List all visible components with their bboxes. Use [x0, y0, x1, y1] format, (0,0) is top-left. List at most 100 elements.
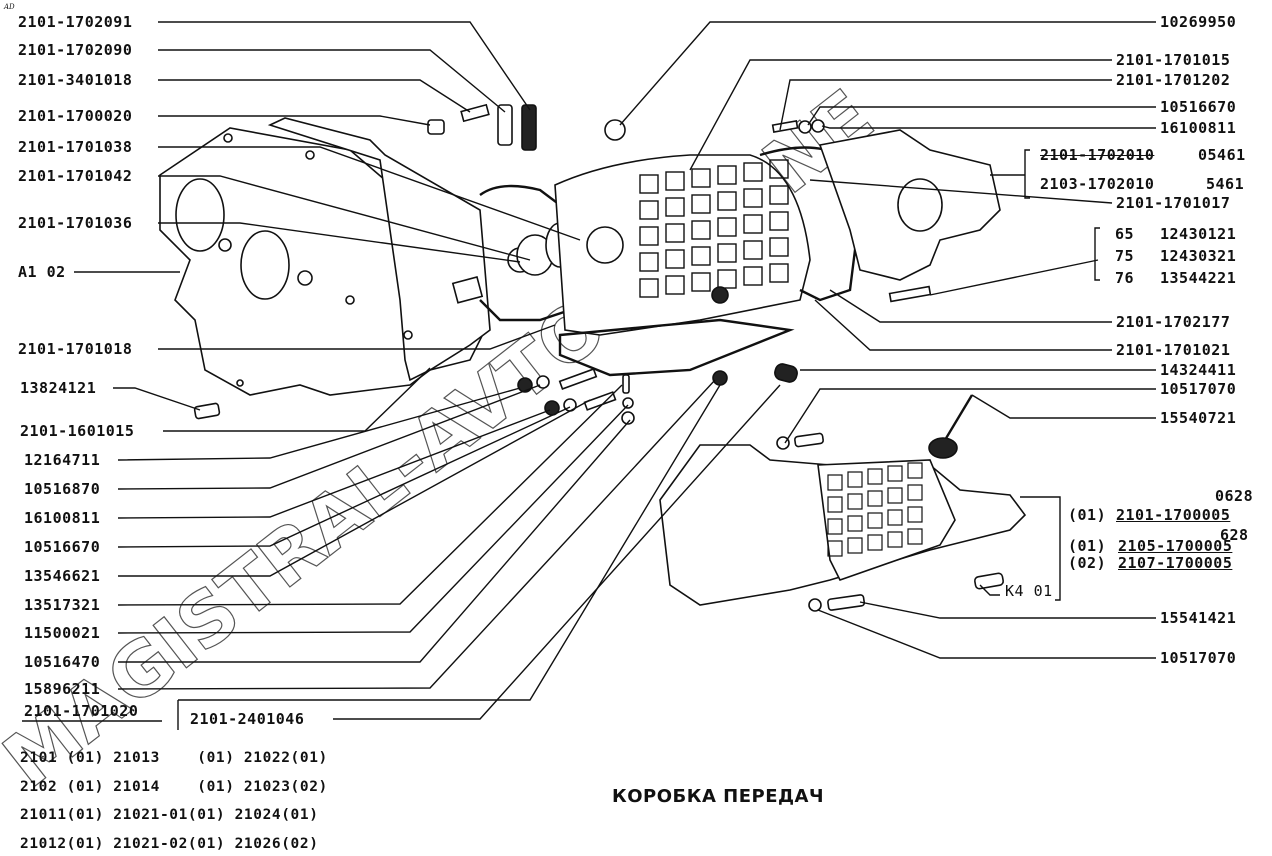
part-suffix: 05461: [1198, 146, 1246, 164]
case-rib-cell: [769, 211, 789, 231]
case-rib-cell: [769, 237, 789, 257]
assembly-rib-cell: [867, 468, 883, 485]
assembly-rib-cell: [907, 506, 923, 523]
assembled-gearbox: [659, 394, 1027, 612]
case-rib-cell: [743, 240, 763, 260]
part-label: 2101-1701202: [1116, 71, 1231, 89]
case-rib-cell: [639, 252, 659, 272]
part-label: 2101-1700020: [18, 107, 133, 125]
part-label: 2101-1702091: [18, 13, 133, 31]
assembly-rib-cell: [827, 540, 843, 557]
part-label: 2101-1702177: [1116, 313, 1231, 331]
assembly-rib-cell: [827, 518, 843, 535]
case-rib-cell: [665, 171, 685, 191]
part-label: 13517321: [24, 596, 101, 614]
assembly-code: (01): [1068, 537, 1107, 555]
assembly-rib-cell: [907, 462, 923, 479]
part-label: 10517070: [1160, 380, 1237, 398]
part-label: 2101-1701021: [1116, 341, 1231, 359]
case-rib-cell: [639, 174, 659, 194]
part-label: 13824121: [20, 379, 97, 397]
part-label: 10517070: [1160, 649, 1237, 667]
part-label: 10269950: [1160, 13, 1237, 31]
part-label: 2101-1701038: [18, 138, 133, 156]
part-label: A1 02: [18, 263, 66, 281]
leader-lines: [22, 21, 781, 730]
assembly-rib-cell: [847, 537, 863, 554]
case-rib-cell: [691, 194, 711, 214]
applicability-row: 2102 (01) 21014 (01) 21023(02): [20, 779, 328, 795]
case-rib-cell: [691, 272, 711, 292]
part-label: 14324411: [1160, 361, 1237, 379]
part-label: 13546621: [24, 567, 101, 585]
part-label: 12164711: [24, 451, 101, 469]
small-parts-bottom: [193, 363, 798, 425]
part-label: 10516670: [24, 538, 101, 556]
case-rib-cell: [691, 168, 711, 188]
bottom-cover: [558, 318, 795, 377]
bellhousing: [267, 117, 491, 382]
case-rib-cell: [769, 263, 789, 283]
assembly-part: 2105-1700005: [1118, 537, 1233, 555]
assembly-rib-cell: [907, 484, 923, 501]
part-label: 16100811: [24, 509, 101, 527]
assembly-rib-cell: [867, 490, 883, 507]
part-label: 2101-1601015: [20, 422, 135, 440]
applicability-row: 21012(01) 21021-02(01) 21026(02): [20, 836, 319, 852]
part-label: 15540721: [1160, 409, 1237, 427]
rear-extension: [759, 129, 1001, 303]
variant-code: 75: [1115, 247, 1135, 265]
part-label: 2101-1701042: [18, 167, 133, 185]
part-label: 10516470: [24, 653, 101, 671]
part-label: 15541421: [1160, 609, 1237, 627]
part-label: 2101-3401018: [18, 71, 133, 89]
corner-mark: AD: [4, 3, 15, 11]
assembly-code: (01): [1068, 506, 1107, 524]
sensor-label: K4 01: [1005, 582, 1053, 600]
part-label: 2101-1701020: [24, 702, 139, 720]
assembly-rib-cell: [827, 474, 843, 491]
applicability-row: 2101 (01) 21013 (01) 21022(01): [20, 750, 328, 766]
assembly-part: 2101-1700005: [1116, 506, 1231, 524]
part-label: 2101-1702010: [1040, 146, 1155, 164]
case-rib-cell: [717, 165, 737, 185]
assembly-rib-cell: [847, 493, 863, 510]
case-rib-cell: [743, 214, 763, 234]
case-rib-cell: [665, 223, 685, 243]
assembly-rib-cell: [867, 534, 883, 551]
case-rib-cell: [691, 220, 711, 240]
case-rib-cell: [743, 188, 763, 208]
assembly-rib-cell: [887, 531, 903, 548]
case-rib-cell: [665, 197, 685, 217]
part-label: 2101-1701015: [1116, 51, 1231, 69]
part-label: 2101-1702090: [18, 41, 133, 59]
part-suffix: 5461: [1206, 175, 1245, 193]
gasket: [479, 184, 572, 322]
case-rib-cell: [743, 162, 763, 182]
case-rib-cell: [639, 226, 659, 246]
leader-lines-right: [619, 21, 1156, 659]
assembly-rib-cell: [847, 471, 863, 488]
gearbox-case: [554, 119, 811, 336]
part-label: 12430321: [1160, 247, 1237, 265]
part-label: 2101-1701017: [1116, 194, 1231, 212]
assembly-part: 2107-1700005: [1118, 554, 1233, 572]
case-rib-cell: [769, 159, 789, 179]
part-label: 12430121: [1160, 225, 1237, 243]
part-label: 11500021: [24, 624, 101, 642]
assembly-rib-cell: [827, 496, 843, 513]
assembly-rib-cell: [867, 512, 883, 529]
part-label: 10516870: [24, 480, 101, 498]
variant-code: 65: [1115, 225, 1135, 243]
case-rib-cell: [665, 249, 685, 269]
assembly-suffix: 0628: [1215, 487, 1254, 505]
case-rib-cell: [639, 200, 659, 220]
assembly-rib-cell: [887, 487, 903, 504]
case-rib-cell: [665, 275, 685, 295]
part-label: 2101-2401046: [190, 710, 305, 728]
assembly-rib-cell: [887, 465, 903, 482]
part-label: 2101-1701018: [18, 340, 133, 358]
part-label: 15896211: [24, 680, 101, 698]
